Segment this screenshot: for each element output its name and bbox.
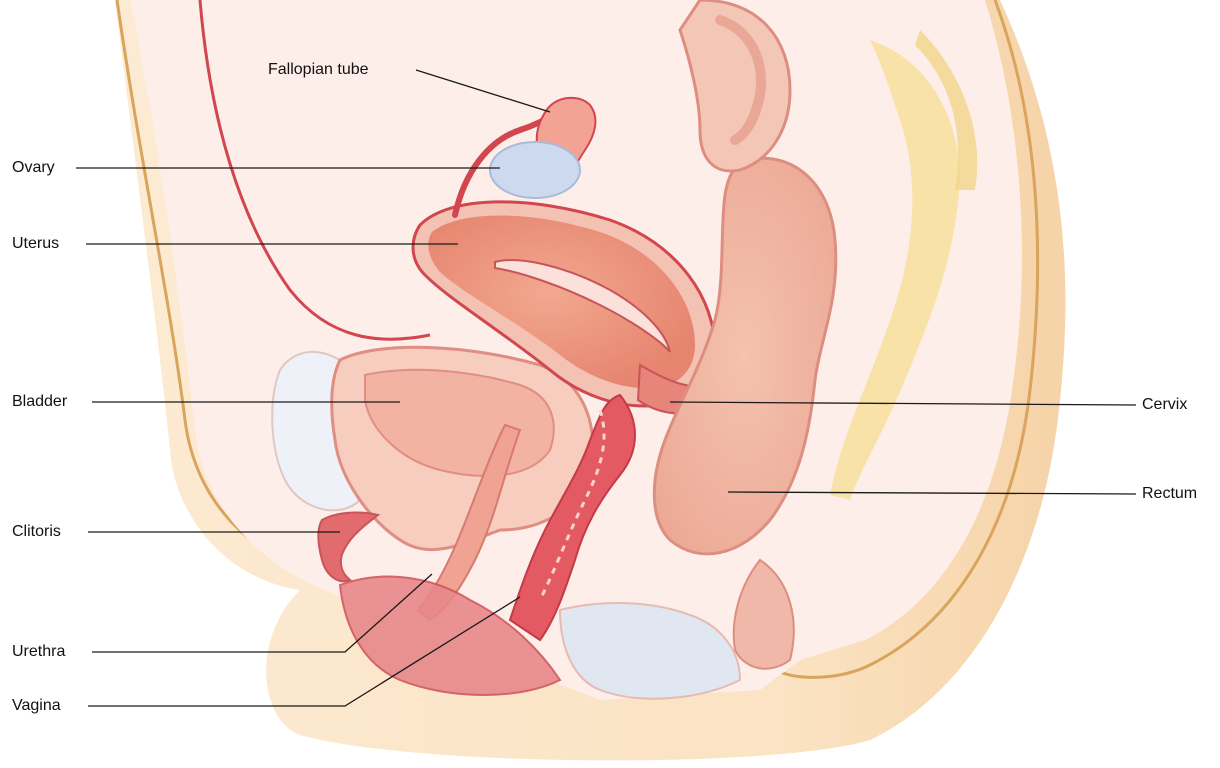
label-ovary: Ovary — [12, 158, 55, 178]
label-rectum: Rectum — [1142, 484, 1197, 504]
label-urethra: Urethra — [12, 642, 65, 662]
label-fallopian-tube: Fallopian tube — [268, 60, 369, 80]
label-cervix: Cervix — [1142, 395, 1187, 415]
ovary-organ — [490, 142, 580, 198]
label-uterus: Uterus — [12, 234, 59, 254]
label-clitoris: Clitoris — [12, 522, 61, 542]
label-bladder: Bladder — [12, 392, 67, 412]
label-vagina: Vagina — [12, 696, 61, 716]
